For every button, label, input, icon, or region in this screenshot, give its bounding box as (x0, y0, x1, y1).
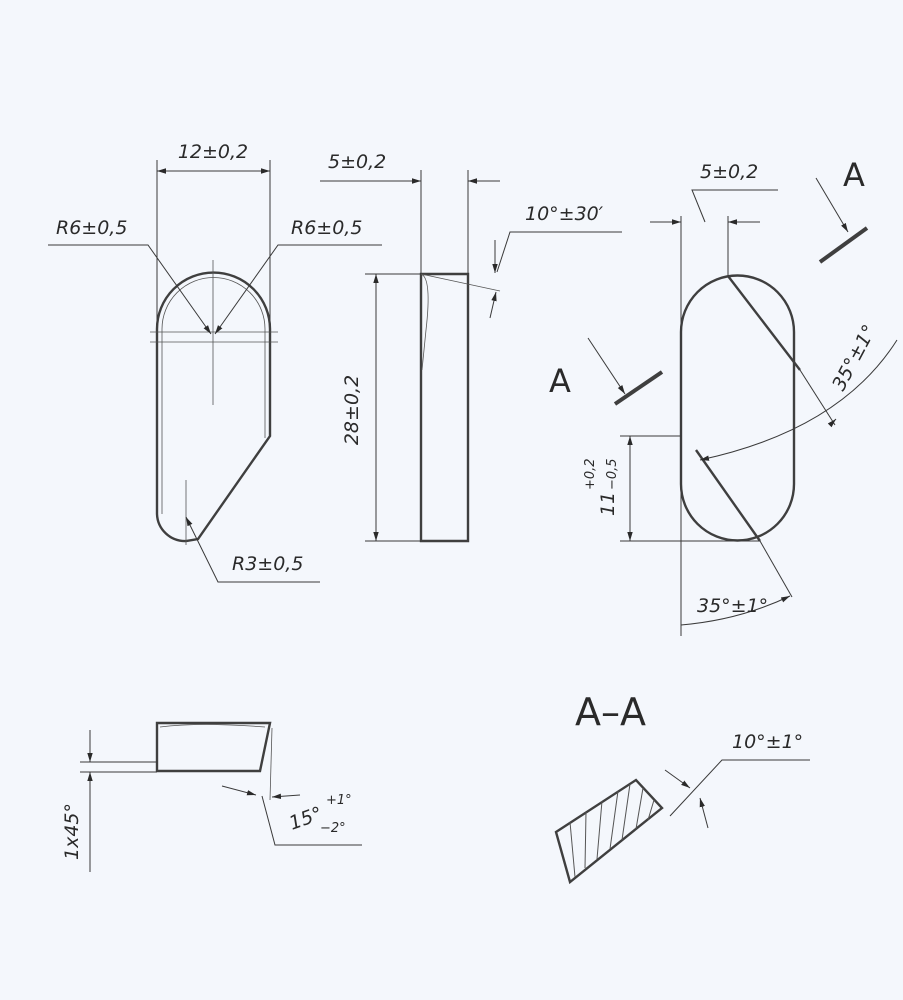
side-view-outline (419, 272, 470, 543)
angle-15-plus: +1° (326, 793, 352, 808)
section-a-a: A–A 10°±1° (554, 690, 810, 885)
width-12-label: 12±0,2 (178, 141, 248, 163)
chamfer-view: 1x45° 15° +1° −2° (61, 721, 362, 872)
section-title: A–A (575, 690, 646, 734)
chamfer-view-outline (155, 721, 272, 773)
section-marker-lower: A (549, 362, 571, 400)
chamfer-label: 1x45° (61, 803, 83, 860)
offset-11-plus: +0,2 (583, 458, 598, 490)
radius-bottom-label: R3±0,5 (232, 553, 303, 575)
section-outline (554, 778, 664, 885)
offset-11-label: 11 (597, 492, 619, 516)
thickness-side-label: 5±0,2 (328, 151, 386, 173)
angle-lower-label: 35°±1° (697, 595, 768, 617)
section-hatching (569, 783, 655, 878)
plan-view-inner-arc (161, 277, 266, 438)
taper-angle-label: 10°±30′ (525, 203, 604, 225)
front-view-outline (679, 274, 796, 542)
radius-top-left-label: R6±0,5 (56, 217, 127, 239)
radius-top-right-label: R6±0,5 (291, 217, 362, 239)
section-angle-label: 10°±1° (732, 731, 803, 753)
side-view: 5±0,2 28±0,2 10°±30′ (320, 151, 622, 543)
plan-view: 12±0,2 R6±0,5 R6±0,5 R3±0,5 (48, 141, 382, 583)
plan-view-outline (155, 271, 272, 543)
height-28-label: 28±0,2 (341, 375, 363, 445)
front-view: 5±0,2 A A 35°±1° 11 +0,2 −0,5 35°±1° (549, 156, 898, 636)
angle-15-minus: −2° (320, 821, 346, 836)
angle-upper-label: 35°±1° (828, 321, 881, 394)
thickness-front-label: 5±0,2 (700, 161, 758, 183)
section-marker-upper: A (843, 156, 865, 194)
offset-11-minus: −0,5 (605, 458, 620, 490)
